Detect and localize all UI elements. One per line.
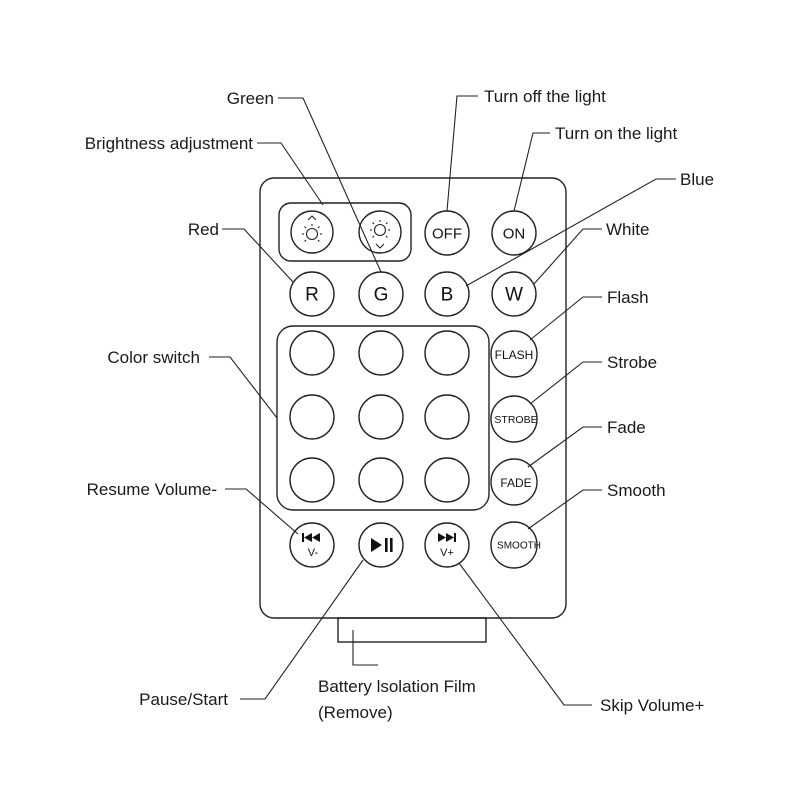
previous-track-icon — [302, 533, 320, 542]
label-fade: Fade — [607, 418, 646, 437]
color-switch-leader — [209, 356, 278, 419]
blue-button-label: B — [441, 285, 454, 306]
on-button-label: ON — [503, 226, 526, 243]
label-battery-line1: Battery lsolation Film — [318, 677, 476, 696]
color-button[interactable] — [358, 394, 404, 440]
white-leader — [533, 228, 602, 285]
skip-volume-leader — [458, 562, 592, 706]
label-resume-volume: Resume Volume- — [87, 480, 217, 499]
red-leader — [222, 228, 294, 283]
label-turn-off: Turn off the light — [484, 87, 606, 106]
label-battery-line2: (Remove) — [318, 703, 393, 722]
white-button-label: W — [505, 285, 523, 306]
previous-volume-down-button[interactable]: V- — [289, 522, 335, 568]
battery-leader — [352, 630, 378, 666]
strobe-button-label: STROBE — [494, 414, 537, 426]
brightness-leader — [257, 142, 324, 206]
color-button[interactable] — [289, 330, 335, 376]
brightness-up-button[interactable] — [290, 210, 334, 254]
label-green: Green — [227, 89, 274, 108]
color-button[interactable] — [424, 394, 470, 440]
leader-lines — [209, 95, 676, 706]
battery-tab — [337, 617, 487, 643]
flash-button[interactable]: FLASH — [490, 330, 538, 378]
flash-leader — [529, 296, 602, 341]
label-turn-on: Turn on the light — [555, 124, 677, 143]
blue-leader — [465, 178, 676, 287]
white-button[interactable]: W — [491, 271, 537, 317]
red-button[interactable]: R — [289, 271, 335, 317]
volume-down-label: V- — [308, 547, 319, 559]
next-volume-up-button[interactable]: V+ — [424, 522, 470, 568]
smooth-button[interactable]: SMOOTH — [490, 521, 541, 569]
brightness-group-frame — [278, 202, 412, 262]
color-button[interactable] — [358, 330, 404, 376]
flash-button-label: FLASH — [495, 348, 534, 362]
off-button-label: OFF — [432, 226, 462, 243]
label-pause-start: Pause/Start — [139, 690, 228, 709]
smooth-leader — [527, 489, 602, 530]
color-grid — [289, 330, 470, 503]
play-pause-button[interactable] — [358, 522, 404, 568]
next-track-icon — [438, 533, 456, 542]
label-flash: Flash — [607, 288, 649, 307]
label-color-switch: Color switch — [107, 348, 200, 367]
strobe-leader — [529, 361, 602, 405]
green-leader — [278, 97, 382, 273]
green-button[interactable]: G — [358, 271, 404, 317]
color-button[interactable] — [424, 330, 470, 376]
label-white: White — [606, 220, 649, 239]
blue-button[interactable]: B — [424, 271, 470, 317]
label-strobe: Strobe — [607, 353, 657, 372]
on-button[interactable]: ON — [491, 210, 537, 256]
pause-start-leader — [240, 559, 364, 700]
color-button[interactable] — [424, 457, 470, 503]
smooth-button-label: SMOOTH — [497, 541, 541, 552]
sun-arrow-up-icon — [302, 215, 322, 242]
label-smooth: Smooth — [607, 481, 666, 500]
brightness-down-button[interactable] — [358, 210, 402, 254]
color-button[interactable] — [289, 457, 335, 503]
fade-button-label: FADE — [500, 476, 531, 490]
red-button-label: R — [305, 285, 319, 306]
resume-volume-leader — [225, 488, 299, 535]
green-button-label: G — [374, 285, 389, 306]
label-blue: Blue — [680, 170, 714, 189]
label-brightness-adjustment: Brightness adjustment — [85, 134, 253, 153]
label-skip-volume: Skip Volume+ — [600, 696, 704, 715]
turn-on-leader — [513, 132, 550, 212]
color-button[interactable] — [289, 394, 335, 440]
color-button[interactable] — [358, 457, 404, 503]
fade-leader — [527, 426, 602, 468]
fade-button[interactable]: FADE — [490, 458, 538, 506]
off-button[interactable]: OFF — [424, 210, 470, 256]
strobe-button[interactable]: STROBE — [490, 395, 538, 443]
label-red: Red — [188, 220, 219, 239]
turn-off-leader — [446, 95, 478, 212]
sun-arrow-down-icon — [370, 220, 390, 249]
volume-up-label: V+ — [440, 547, 454, 559]
play-pause-icon — [371, 538, 393, 552]
